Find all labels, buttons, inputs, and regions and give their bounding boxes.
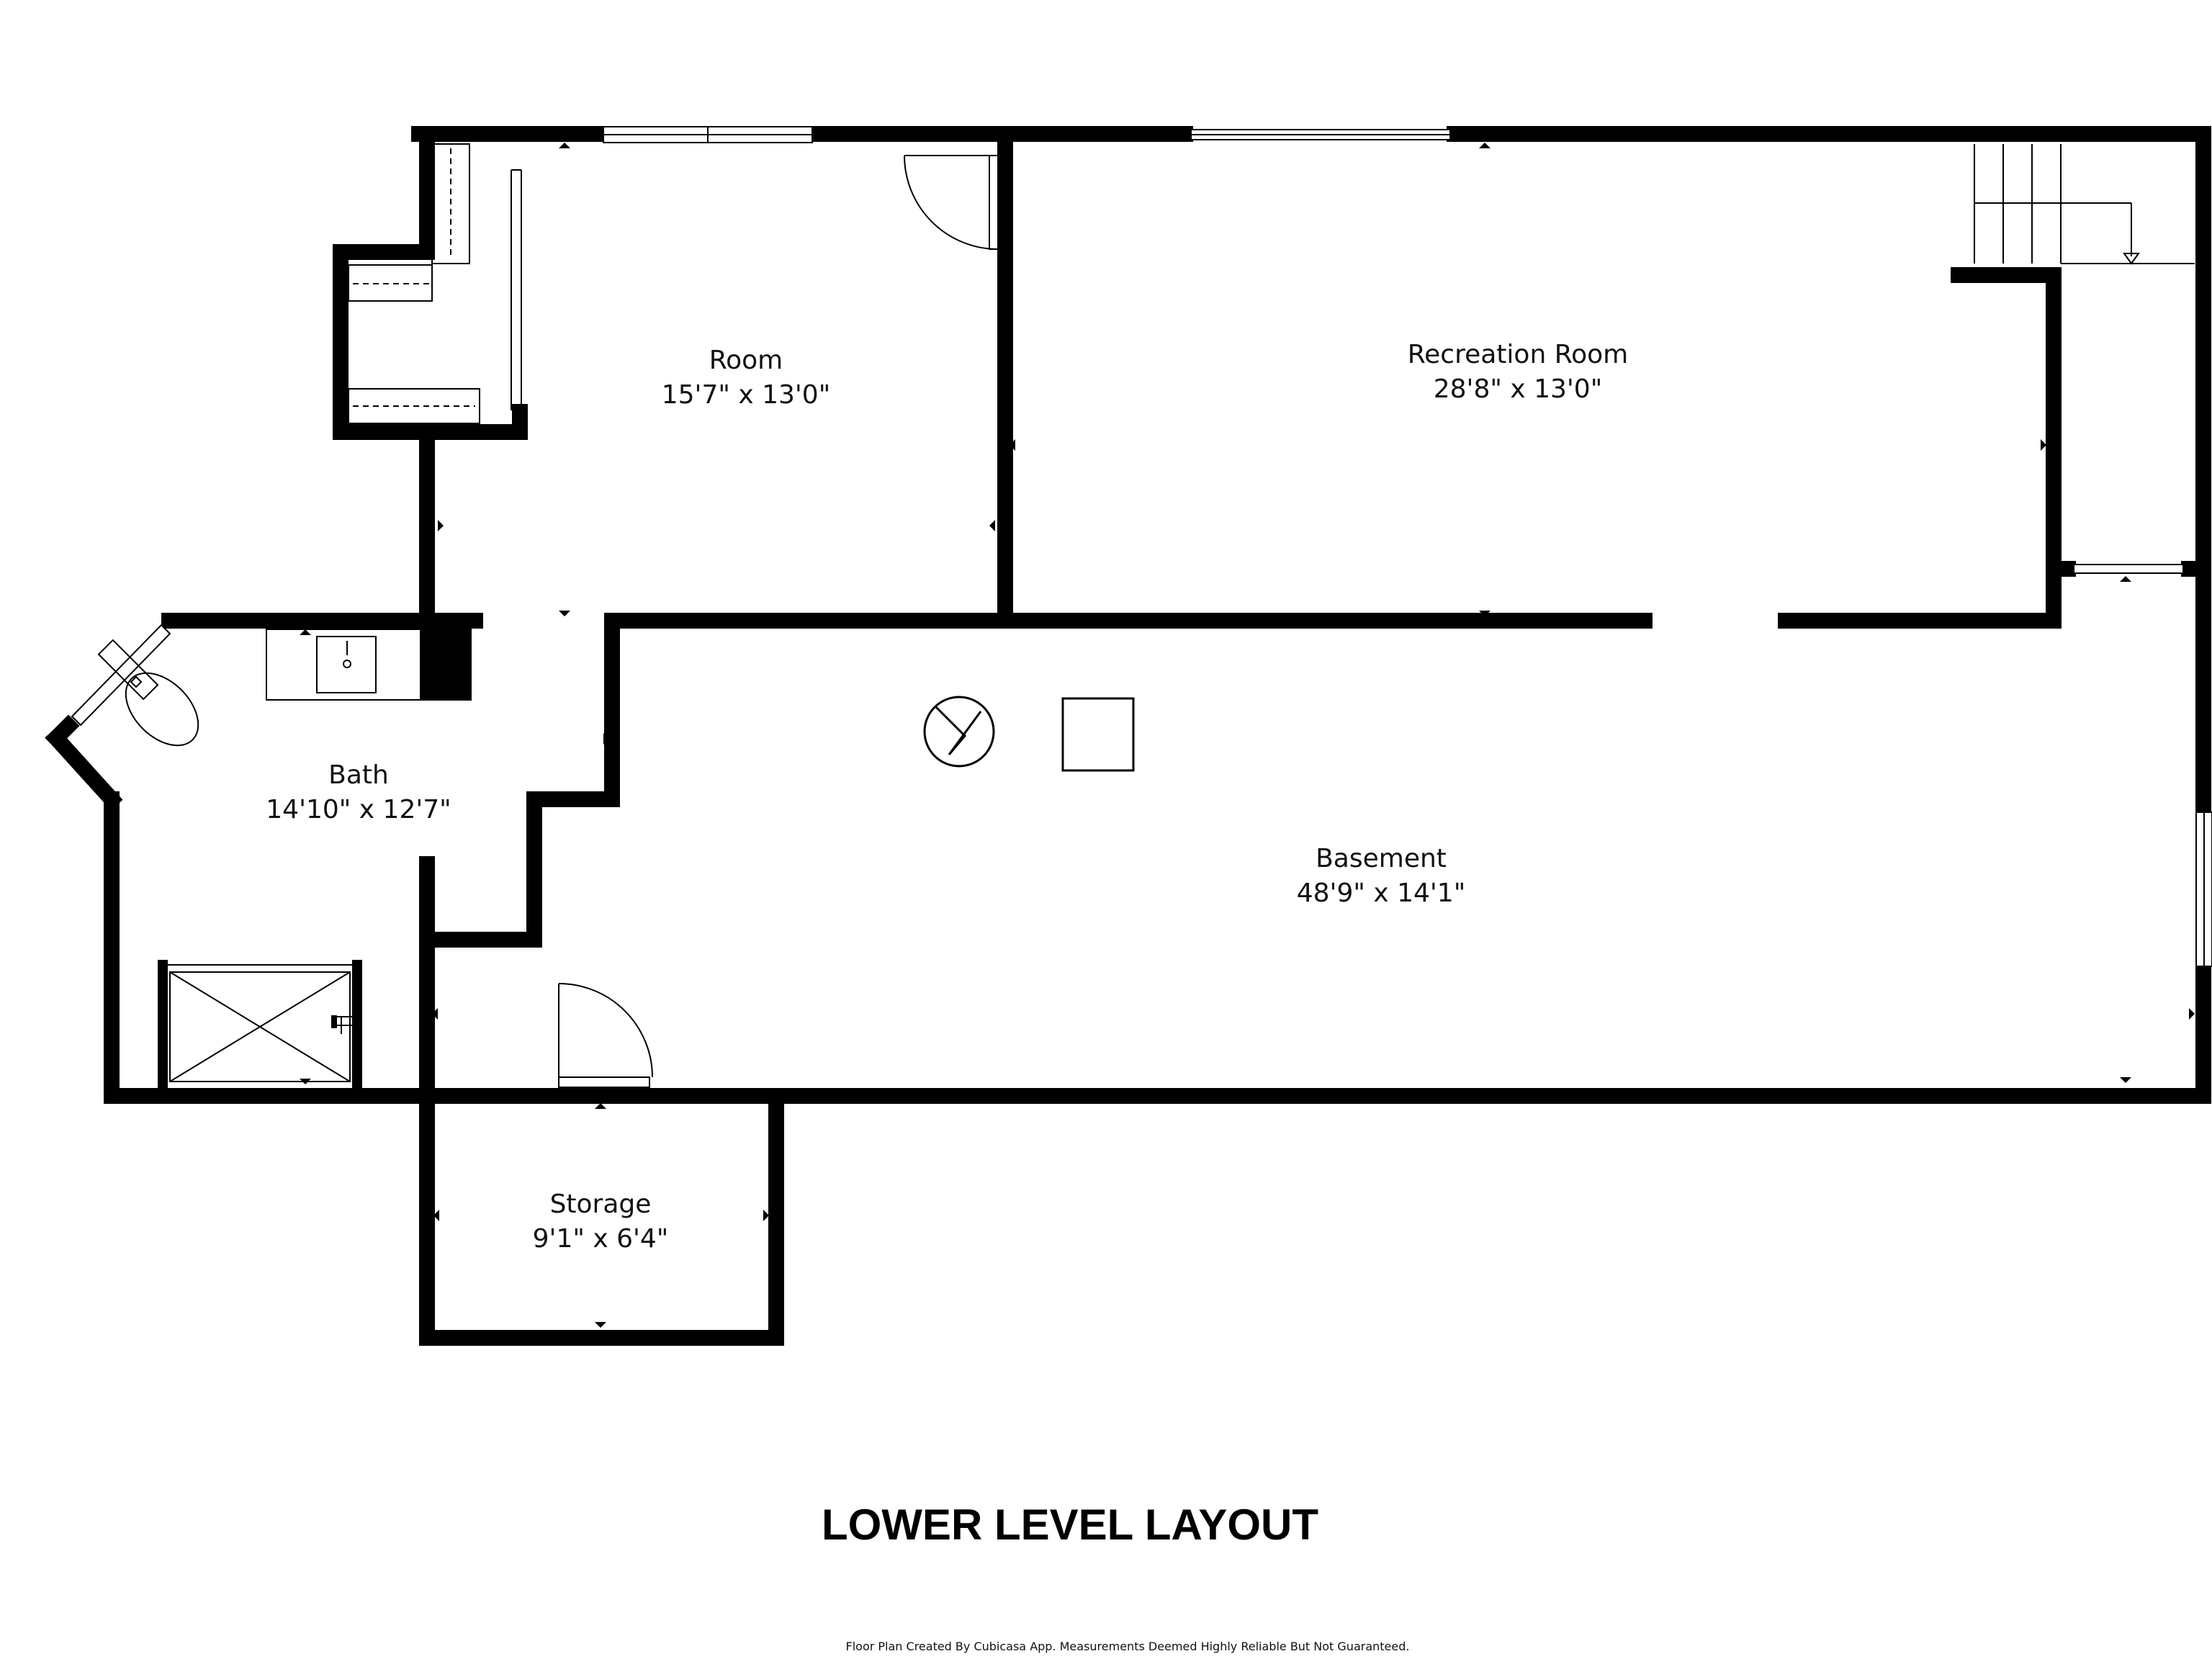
- plan-title: LOWER LEVEL LAYOUT: [822, 1501, 1318, 1549]
- dimension-markers: [300, 143, 2195, 1328]
- room-name-storage: Storage: [550, 1190, 652, 1219]
- room-name-bath: Bath: [328, 760, 389, 790]
- room-size-bath: 14'10" x 12'7": [266, 795, 451, 824]
- room-name-recreation: Recreation Room: [1408, 340, 1628, 369]
- room-name-basement: Basement: [1316, 844, 1447, 873]
- walls: [45, 126, 2211, 1346]
- room-name-room: Room: [709, 346, 783, 375]
- shower-icon: [163, 964, 357, 1082]
- windows: [71, 126, 2212, 967]
- furnace-icon: [1061, 697, 1135, 772]
- closet-shelves: [348, 143, 480, 424]
- footer-note: Floor Plan Created By Cubicasa App. Meas…: [846, 1640, 1410, 1653]
- room-size-room: 15'7" x 13'0": [662, 380, 831, 410]
- room-size-recreation: 28'8" x 13'0": [1434, 374, 1603, 404]
- sink-icon: [266, 629, 426, 701]
- column: [420, 614, 472, 701]
- toilet-icon: [97, 639, 199, 747]
- room-size-basement: 48'9" x 14'1": [1297, 878, 1466, 908]
- doors: [558, 155, 999, 1088]
- stairs-icon: [1974, 144, 2195, 265]
- water-heater-icon: [923, 696, 995, 768]
- room-size-storage: 9'1" x 6'4": [533, 1224, 669, 1254]
